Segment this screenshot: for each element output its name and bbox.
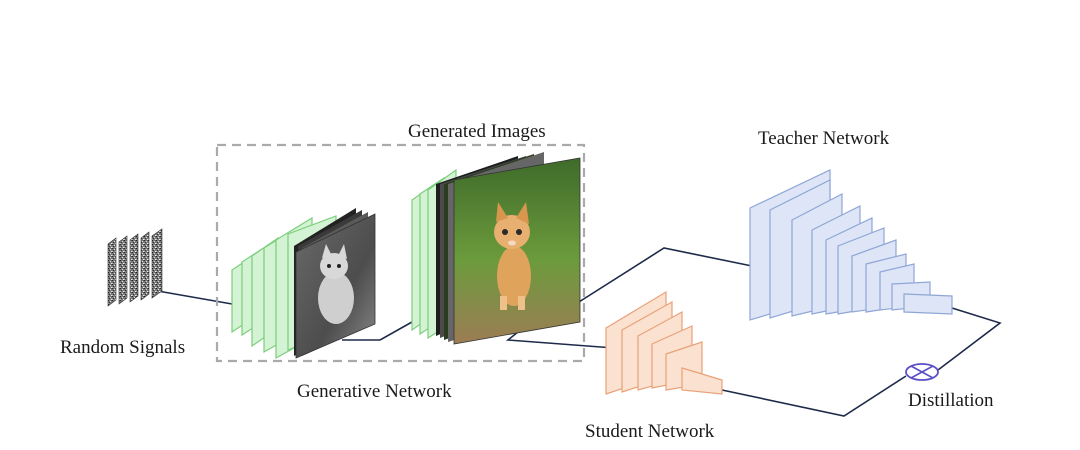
label-generated-images: Generated Images: [408, 121, 546, 142]
label-random-signals: Random Signals: [60, 337, 185, 358]
teacher-network-layers: [749, 169, 953, 321]
line-noise-to-generator: [151, 289, 233, 305]
color-cat-image-stack: [411, 152, 581, 345]
circled-times-icon: [905, 363, 939, 381]
line-student-to-distill: [721, 375, 907, 417]
grayscale-cat-image-stack: [294, 208, 376, 359]
line-generator-to-images: [342, 321, 413, 341]
line-images-to-teacher: [559, 247, 753, 315]
student-network-layers: [605, 290, 723, 395]
label-distillation: Distillation: [908, 390, 994, 411]
label-generative-network: Generative Network: [297, 381, 452, 402]
line-teacher-to-distill: [937, 307, 1002, 371]
noise-stack-icon: [107, 228, 163, 307]
generator-dashed-box: [215, 143, 586, 363]
label-student-network: Student Network: [585, 421, 715, 442]
label-teacher-network: Teacher Network: [758, 128, 890, 149]
